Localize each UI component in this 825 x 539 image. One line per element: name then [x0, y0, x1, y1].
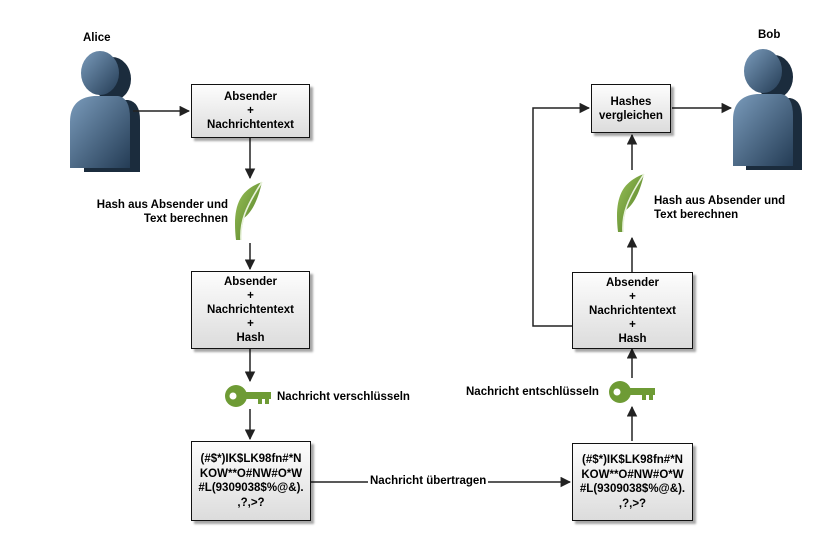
- box-line: +: [247, 105, 254, 117]
- cipher-line: #L(9309038$%@&).: [198, 482, 304, 494]
- box-line: Nachrichtentext: [589, 304, 676, 317]
- encrypt-label: Nachricht verschlüsseln: [277, 391, 410, 403]
- box-line: +: [247, 318, 254, 330]
- box-line: Absender: [223, 276, 278, 288]
- alice-person-icon: [70, 51, 140, 172]
- sender-message-box: Absender + Nachrichtentext: [191, 84, 310, 138]
- bob-name: Bob: [758, 29, 781, 41]
- sender-message-hash-box: Absender + Nachrichtentext + Hash: [191, 271, 310, 349]
- label-line: Text berechnen: [143, 213, 228, 225]
- cipher-line: ,?,>?: [618, 497, 647, 510]
- box-line: Absender: [605, 276, 660, 289]
- cipher-line: (#$*)IK$LK98fn#*N: [200, 453, 302, 465]
- box-line: +: [247, 290, 254, 302]
- box-line: Absender: [223, 91, 278, 103]
- ciphertext-box-right: (#$*)IK$LK98fn#*N KOW**O#NW#O*W #L(93090…: [572, 443, 693, 521]
- compare-hashes-box: Hashes vergleichen: [591, 84, 671, 133]
- hash-label-left: Hash aus Absender und Text berechnen: [90, 198, 228, 226]
- cipher-line: #L(9309038$%@&).: [579, 483, 686, 495]
- cipher-line: (#$*)IK$LK98fn#*N: [582, 454, 683, 466]
- decrypt-label: Nachricht entschlüsseln: [466, 386, 599, 398]
- cipher-line: KOW**O#NW#O*W: [581, 468, 684, 481]
- key-icon: [609, 381, 655, 403]
- box-line: +: [629, 290, 636, 303]
- box-line: +: [629, 318, 636, 331]
- box-line: vergleichen: [599, 109, 663, 122]
- leaf-icon: [235, 181, 263, 241]
- ciphertext-box-left: (#$*)IK$LK98fn#*N KOW**O#NW#O*W #L(93090…: [191, 441, 311, 521]
- box-line: Hashes: [610, 95, 652, 108]
- hash-label-right: Hash aus Absender und Text berechnen: [654, 194, 785, 222]
- box-line: Hash: [618, 332, 647, 345]
- receiver-message-hash-box: Absender + Nachrichtentext + Hash: [572, 272, 693, 349]
- cipher-line: KOW**O#NW#O*W: [199, 467, 303, 480]
- label-line: Text berechnen: [654, 209, 739, 221]
- cipher-line: ,?,>?: [237, 496, 265, 509]
- transfer-label: Nachricht übertragen: [368, 474, 489, 488]
- key-icon: [225, 385, 271, 407]
- label-line: Hash aus Absender und: [654, 195, 786, 207]
- arrow-box-to-compare: [532, 102, 591, 327]
- leaf-icon: [617, 173, 645, 233]
- alice-name: Alice: [83, 32, 111, 44]
- box-line: Hash: [236, 332, 265, 344]
- box-line: Nachrichtentext: [207, 119, 294, 131]
- bob-person-icon: [733, 49, 802, 170]
- box-line: Nachrichtentext: [207, 304, 294, 316]
- label-line: Hash aus Absender und: [96, 199, 228, 211]
